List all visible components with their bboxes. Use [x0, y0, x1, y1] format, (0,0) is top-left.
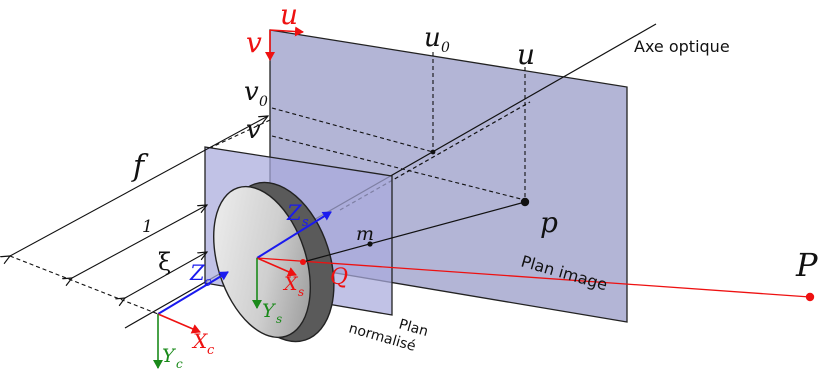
label-u-top: u — [280, 0, 298, 31]
xs-axis — [256, 257, 297, 277]
label-P: P — [795, 246, 818, 284]
label-zs-sub: s — [302, 215, 309, 230]
image-plane-guides — [209, 52, 526, 201]
label-v0: v — [244, 77, 259, 107]
label-f: f — [131, 149, 149, 184]
label-ys-sub: s — [276, 312, 282, 326]
label-zs: Z — [286, 201, 302, 225]
label-xs: X — [282, 273, 299, 295]
zc-axis — [157, 271, 229, 315]
label-axe-optique: Axe optique — [634, 37, 730, 56]
label-v-top: v — [246, 26, 262, 59]
label-xc: X — [191, 329, 208, 353]
label-ys: Y — [262, 300, 277, 322]
label-xi: ξ — [158, 248, 171, 276]
label-xc-sub: c — [207, 343, 215, 358]
label-Q: Q — [330, 265, 348, 290]
label-zc-sub: c — [204, 275, 212, 290]
label-yc: Y — [162, 345, 177, 367]
label-zc: Z — [189, 261, 205, 285]
label-xs-sub: s — [298, 285, 304, 299]
label-yc-sub: c — [176, 357, 183, 371]
point-principal — [430, 149, 436, 155]
label-one: 1 — [142, 217, 153, 237]
label-v0-sub: 0 — [259, 94, 268, 110]
label-plan-normalise-1: Plan — [397, 316, 430, 340]
point-p — [520, 197, 530, 207]
dimension-lines — [10, 116, 268, 315]
point-Q — [300, 259, 306, 265]
xc-axis — [157, 313, 201, 334]
label-v-left: v — [246, 115, 261, 145]
label-u0-sub: 0 — [441, 40, 450, 56]
sphere-axes — [153, 26, 332, 369]
point-m — [367, 241, 373, 247]
u-axis — [269, 26, 304, 37]
label-u0: u — [424, 23, 441, 53]
label-p: p — [540, 206, 558, 239]
point-P — [805, 292, 815, 302]
zs-axis — [256, 211, 332, 259]
points — [300, 149, 815, 302]
projection-rays — [256, 201, 811, 298]
label-u-right: u — [517, 38, 535, 71]
label-m: m — [356, 223, 374, 245]
